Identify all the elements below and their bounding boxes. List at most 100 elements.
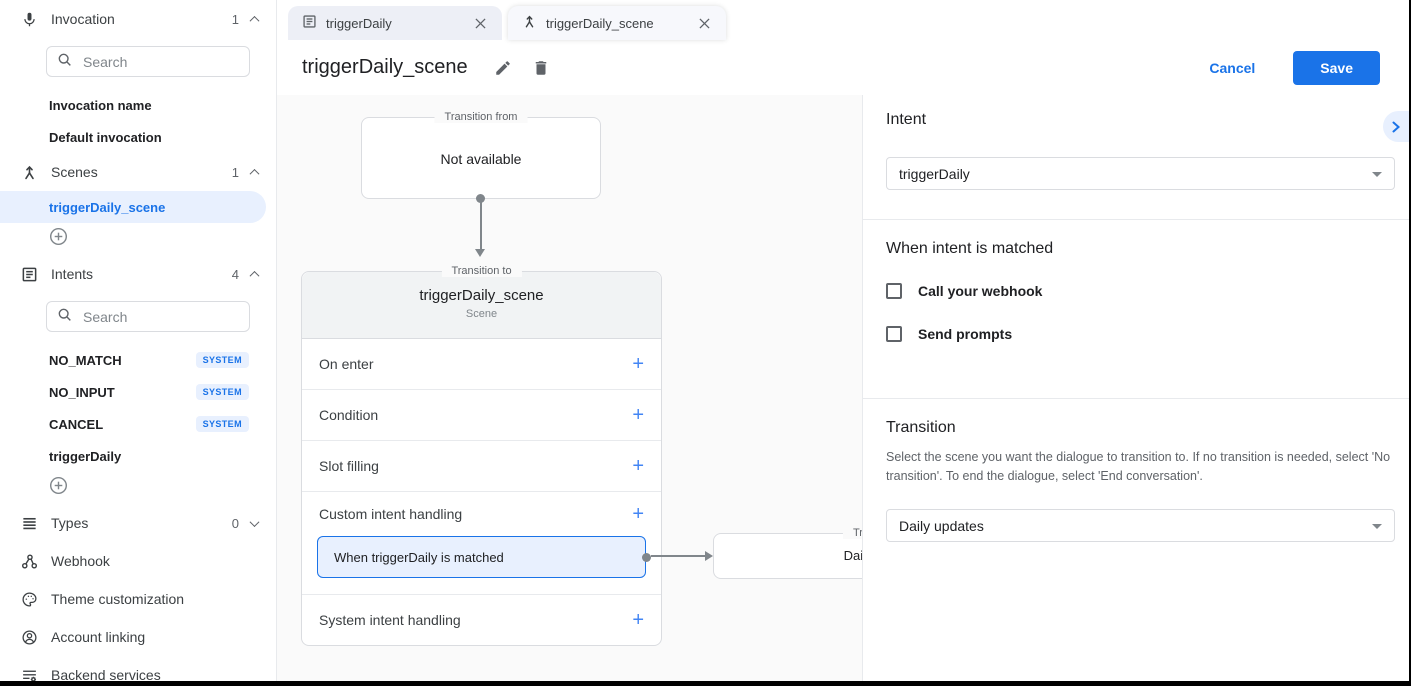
chevron-up-icon[interactable]	[249, 270, 260, 281]
webhook-icon	[19, 553, 39, 570]
tab-triggerdaily[interactable]: triggerDaily	[288, 6, 502, 40]
collapse-panel-button[interactable]	[1383, 111, 1409, 142]
scene-card-title: triggerDaily_scene	[419, 287, 544, 304]
plus-circle-icon[interactable]	[49, 227, 68, 251]
sidebar-label: Backend services	[51, 667, 161, 681]
intent-doc-icon	[302, 14, 317, 32]
add-scene-row[interactable]	[0, 223, 276, 255]
sidebar-label: Account linking	[51, 629, 146, 645]
sidebar-label: Invocation	[51, 11, 115, 27]
add-button[interactable]: +	[632, 404, 644, 426]
tab-bar: triggerDaily triggerDaily_scene	[277, 0, 1409, 40]
sidebar-count: 1	[231, 164, 239, 180]
intents-search[interactable]	[46, 301, 250, 332]
scene-row-condition[interactable]: Condition +	[302, 390, 661, 441]
cancel-button[interactable]: Cancel	[1209, 59, 1256, 76]
intent-handler-item[interactable]: When triggerDaily is matched	[317, 536, 651, 578]
delete-icon[interactable]	[526, 53, 556, 83]
plus-circle-icon[interactable]	[49, 476, 68, 500]
connector-line	[479, 201, 482, 249]
transition-heading: Transition	[886, 419, 956, 436]
sidebar-section-webhook[interactable]: Webhook	[0, 542, 276, 580]
sidebar-item-invocation-name[interactable]: Invocation name	[49, 97, 152, 113]
close-icon[interactable]	[471, 14, 490, 33]
sidebar-item-default-invocation[interactable]: Default invocation	[49, 129, 162, 145]
scene-row-on-enter[interactable]: On enter +	[302, 339, 661, 390]
transition-from-box[interactable]: Transition from Not available	[361, 111, 601, 199]
connector-dot	[642, 552, 651, 562]
add-button[interactable]: +	[632, 609, 644, 631]
transition-section: Transition Select the scene you want the…	[863, 399, 1409, 542]
tab-triggerdaily-scene[interactable]: triggerDaily_scene	[508, 6, 726, 40]
connector-line	[651, 555, 705, 557]
save-button[interactable]: Save	[1293, 50, 1380, 85]
sidebar-section-account-linking[interactable]: Account linking	[0, 618, 276, 656]
sidebar-section-invocation[interactable]: Invocation 1	[0, 0, 276, 38]
when-matched-section: When intent is matched Call your webhook…	[863, 220, 1409, 399]
connector-dot	[476, 194, 485, 203]
scene-icon	[522, 14, 537, 32]
add-button[interactable]: +	[632, 503, 644, 525]
sidebar-item-triggerdaily-scene[interactable]: triggerDaily_scene	[0, 191, 266, 223]
next-transition-box[interactable]: Transition to Daily updates	[713, 527, 862, 579]
intent-detail-panel: Intent triggerDaily When intent is match…	[862, 95, 1409, 681]
search-icon	[57, 52, 72, 72]
sidebar-count: 4	[231, 266, 239, 282]
edit-icon[interactable]	[488, 53, 518, 83]
system-badge: SYSTEM	[195, 416, 249, 432]
chevron-down-icon[interactable]	[249, 516, 260, 527]
backend-services-icon	[19, 667, 39, 681]
add-button[interactable]: +	[632, 353, 644, 375]
transition-description: Select the scene you want the dialogue t…	[886, 450, 1391, 483]
main-area: triggerDaily triggerDaily_scene	[277, 0, 1409, 681]
intent-list-icon	[19, 266, 39, 283]
dropdown-caret-icon	[1372, 523, 1382, 529]
scene-row-slot-filling[interactable]: Slot filling +	[302, 441, 661, 492]
next-transition-label: Transition to	[842, 527, 862, 539]
search-icon	[57, 307, 72, 327]
sidebar-section-scenes[interactable]: Scenes 1	[0, 153, 276, 191]
sidebar-label: Scenes	[51, 164, 98, 180]
sidebar-item-no-input[interactable]: NO_INPUT SYSTEM	[0, 376, 276, 408]
dropdown-caret-icon	[1372, 171, 1382, 177]
chevron-up-icon[interactable]	[249, 168, 260, 179]
transition-from-value: Not available	[440, 151, 522, 167]
intent-heading: Intent	[886, 111, 927, 128]
search-input[interactable]	[81, 52, 239, 71]
system-badge: SYSTEM	[195, 352, 249, 368]
system-badge: SYSTEM	[195, 384, 249, 400]
add-intent-row[interactable]	[0, 472, 276, 504]
invocation-search[interactable]	[46, 46, 250, 77]
sidebar-section-backend-services[interactable]: Backend services	[0, 656, 276, 681]
intents-search-wrap	[0, 293, 276, 344]
sidebar-label: Theme customization	[51, 591, 185, 607]
sidebar-section-intents[interactable]: Intents 4	[0, 255, 276, 293]
connector-arrowhead	[705, 550, 713, 561]
search-input[interactable]	[81, 307, 239, 326]
transition-select[interactable]: Daily updates	[886, 509, 1395, 542]
checkbox-unchecked[interactable]	[886, 283, 902, 299]
close-icon[interactable]	[695, 14, 714, 33]
scene-row-system-intent-handling[interactable]: System intent handling +	[302, 595, 661, 645]
sidebar-count: 0	[231, 515, 239, 531]
connector-arrowhead	[475, 249, 485, 257]
sidebar-label: Types	[51, 515, 89, 531]
account-icon	[19, 629, 39, 646]
scene-card-header[interactable]: triggerDaily_scene Scene	[302, 272, 661, 339]
next-transition-value: Daily updates	[843, 548, 862, 563]
chevron-up-icon[interactable]	[249, 15, 260, 26]
sidebar-section-types[interactable]: Types 0	[0, 504, 276, 542]
sidebar-item-no-match[interactable]: NO_MATCH SYSTEM	[0, 344, 276, 376]
intent-select[interactable]: triggerDaily	[886, 157, 1395, 190]
send-prompts-checkbox-row[interactable]: Send prompts	[886, 326, 1395, 342]
flow-canvas[interactable]: Transition from Not available Transition…	[277, 95, 862, 681]
scene-row-custom-intent-handling: Custom intent handling + When triggerDai…	[302, 492, 661, 595]
call-webhook-checkbox-row[interactable]: Call your webhook	[886, 283, 1395, 299]
add-button[interactable]: +	[632, 455, 644, 477]
sidebar-section-theme[interactable]: Theme customization	[0, 580, 276, 618]
sidebar-item-triggerdaily[interactable]: triggerDaily	[49, 448, 122, 464]
invocation-search-wrap	[0, 38, 276, 89]
sidebar-item-cancel[interactable]: CANCEL SYSTEM	[0, 408, 276, 440]
checkbox-unchecked[interactable]	[886, 326, 902, 342]
